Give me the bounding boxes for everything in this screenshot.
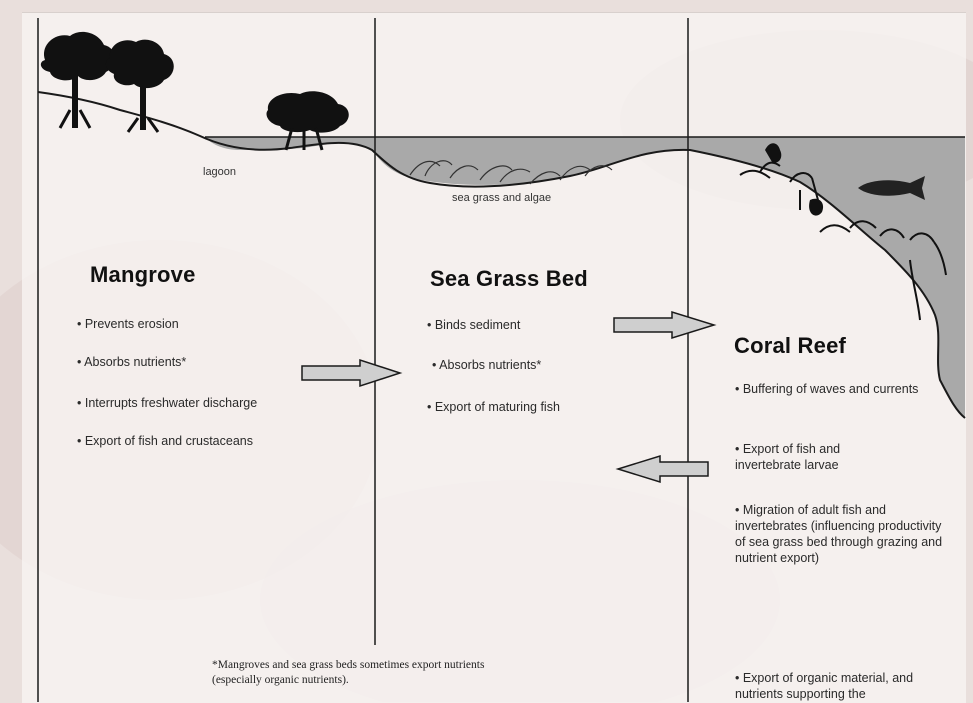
mangrove-tree-1 [41, 32, 115, 128]
mangrove-heading: Mangrove [90, 262, 196, 288]
sea-grass-bullet: • Binds sediment [427, 317, 520, 333]
arrow-mangrove-to-seagrass [302, 360, 400, 386]
mangrove-bullet: • Prevents erosion [77, 316, 179, 332]
coral-reef-bullet: • Migration of adult fish and invertebra… [735, 502, 945, 566]
arrow-coral-to-seagrass [618, 456, 708, 482]
sea-grass-bed-heading: Sea Grass Bed [430, 266, 588, 292]
coral-reef-bullet: • Buffering of waves and currents [735, 381, 925, 397]
sea-grass-bullet: • Export of maturing fish [427, 399, 560, 415]
coral-reef-bullet: • Export of fish and invertebrate larvae [735, 441, 905, 473]
footnote: *Mangroves and sea grass beds sometimes … [212, 658, 512, 688]
coral-reef-heading: Coral Reef [734, 333, 846, 359]
arrow-seagrass-to-coral [614, 312, 714, 338]
mangrove-bullet: • Interrupts freshwater discharge [77, 395, 257, 411]
sea-grass-label: sea grass and algae [452, 192, 551, 204]
mangrove-tree-2 [106, 40, 174, 132]
lagoon-label: lagoon [203, 166, 236, 178]
mangrove-bullet: • Export of fish and crustaceans [77, 433, 253, 449]
sea-grass-bullet: • Absorbs nutrients* [432, 357, 541, 373]
mangrove-bullet: • Absorbs nutrients* [77, 354, 186, 370]
coral-reef-bullet: • Export of organic material, and nutrie… [735, 670, 945, 702]
